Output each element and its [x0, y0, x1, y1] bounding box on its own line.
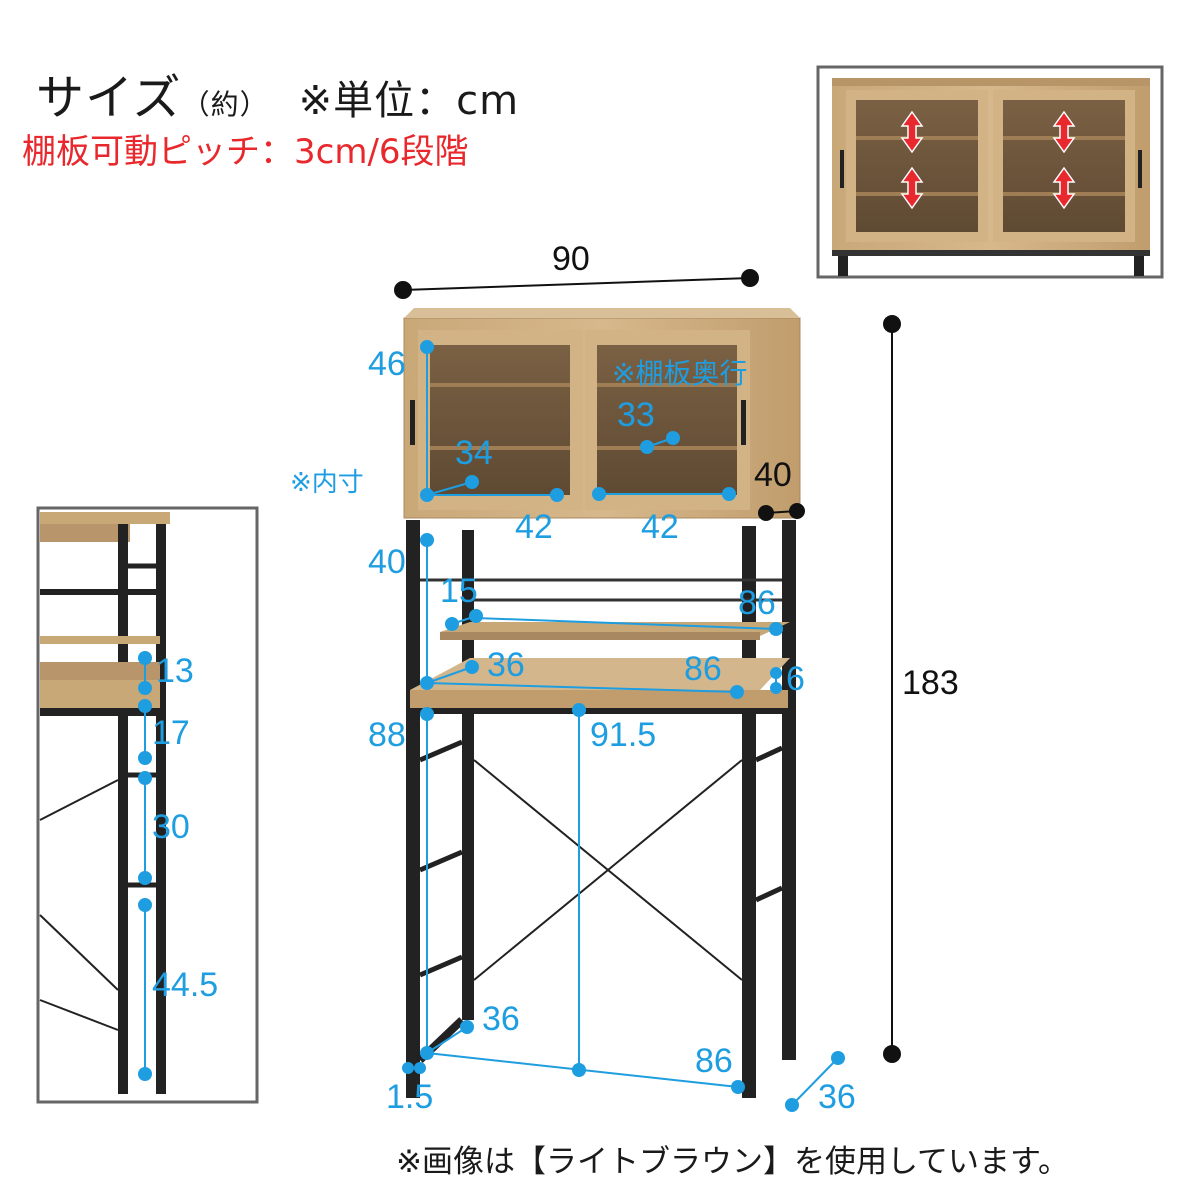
table-height-label: 88	[368, 716, 406, 754]
shelf-thickness-label: 6	[786, 660, 805, 698]
side-h3-label: 30	[152, 808, 190, 846]
middle-shelf-depth-label: 36	[487, 646, 525, 684]
total-height-label: 183	[902, 664, 959, 702]
side-h1-label: 13	[156, 652, 194, 690]
outer-dimension-lines	[394, 269, 901, 1063]
inset-side-view	[36, 506, 259, 1104]
inner-note-label: ※内寸	[290, 468, 364, 498]
foot-size-label: 1.5	[386, 1078, 434, 1116]
upper-shelf-width-label: 86	[738, 584, 776, 622]
title-text: サイズ	[36, 70, 182, 126]
base-depth-label: 36	[482, 1000, 520, 1038]
title-note: （約）	[181, 88, 269, 121]
cabinet-inner-height-label: 46	[368, 345, 406, 383]
side-h2-label: 17	[152, 714, 190, 752]
upper-gap-height-label: 40	[368, 543, 406, 581]
upper-shelf-depth-label: 15	[440, 572, 478, 610]
inner-width-left-label: 42	[515, 508, 553, 546]
footer-note: ※画像は【ライトブラウン】を使用しています。	[396, 1144, 1069, 1180]
width-top-label: 90	[552, 240, 590, 278]
outer-depth-label: 36	[818, 1078, 856, 1116]
adjust-arrow-icon	[900, 110, 1076, 210]
inner-width-right-label: 42	[641, 508, 679, 546]
main-rack	[403, 308, 801, 1098]
inset-cabinet-view	[816, 65, 1164, 279]
middle-shelf-width-label: 86	[684, 650, 722, 688]
page-title: サイズ（約） ※単位：cm	[36, 58, 519, 128]
unit-note: ※単位：cm	[298, 78, 520, 124]
table-width-label: 91.5	[590, 716, 657, 754]
inner-depth-left-label: 34	[455, 434, 493, 472]
cabinet-depth-label: 40	[754, 456, 792, 494]
shelf-depth-label: 33	[617, 396, 655, 434]
base-inner-width-label: 86	[695, 1042, 733, 1080]
pitch-note: 棚板可動ピッチ：3cm/6段階	[22, 132, 469, 172]
shelf-depth-note-label: ※棚板奥行	[612, 357, 748, 390]
inner-dimension-lines	[402, 340, 845, 1112]
side-h4-label: 44.5	[152, 966, 219, 1004]
